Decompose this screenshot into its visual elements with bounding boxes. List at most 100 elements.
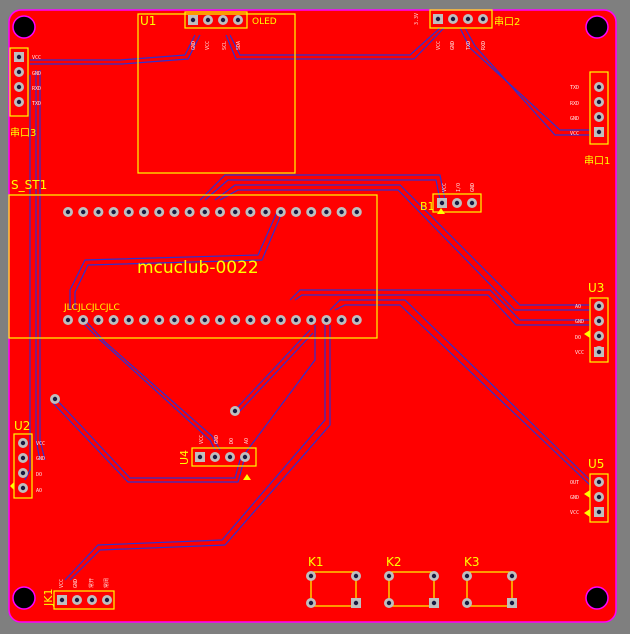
- k1-label: K1: [308, 555, 324, 569]
- mounting-hole-bottom-right: [586, 587, 608, 609]
- u1-header: [184, 11, 248, 29]
- svg-text:RXD: RXD: [481, 41, 487, 50]
- pad-hole: [172, 209, 177, 215]
- chuankou2-header: [429, 9, 493, 29]
- pad-hole: [16, 99, 22, 105]
- pad-hole: [126, 209, 131, 215]
- pad-hole: [212, 454, 218, 460]
- pad-hole: [464, 573, 470, 579]
- pad-hole: [354, 317, 359, 323]
- svg-text:VCC: VCC: [205, 41, 211, 50]
- mounting-holes: [12, 15, 609, 610]
- pad-hole: [596, 349, 602, 355]
- pad-hole: [293, 209, 299, 215]
- svg-text:TXD: TXD: [570, 85, 579, 91]
- pad-hole: [353, 573, 359, 579]
- pad-hole: [353, 600, 359, 606]
- svg-text:RXD: RXD: [570, 101, 579, 107]
- u2-label: U2: [14, 419, 30, 433]
- pad-hole: [104, 597, 110, 603]
- jk1-label: JK1: [42, 589, 55, 607]
- pad-hole: [16, 69, 22, 75]
- pad-hole: [248, 317, 253, 323]
- b1-header: [432, 193, 482, 213]
- svg-text:DO: DO: [36, 472, 42, 478]
- pad-hole: [469, 200, 475, 206]
- svg-text:GND: GND: [575, 319, 584, 325]
- pad-hole: [233, 317, 238, 323]
- pad-hole: [454, 200, 460, 206]
- pad-hole: [187, 317, 192, 323]
- pad-hole: [439, 200, 445, 206]
- pad-hole: [339, 317, 344, 323]
- pad-hole: [20, 440, 26, 446]
- pad-hole: [293, 317, 299, 323]
- pad-hole: [339, 209, 344, 215]
- pad-hole: [157, 317, 162, 323]
- u3-label: U3: [588, 281, 604, 295]
- svg-text:VCC: VCC: [570, 510, 579, 516]
- s-st1-outline: [8, 194, 378, 339]
- pad-hole: [248, 209, 253, 215]
- k3-outline: [466, 571, 513, 607]
- board-title: mcuclub-0022: [137, 258, 259, 278]
- pad-hole: [309, 317, 314, 323]
- pad-hole: [386, 573, 392, 579]
- pad-hole: [450, 16, 456, 22]
- svg-text:GND: GND: [470, 183, 476, 192]
- s-st1-label: S_ST1: [11, 178, 47, 192]
- b1-label: B1: [420, 200, 435, 213]
- svg-text:VCC: VCC: [59, 579, 65, 588]
- svg-text:RXD: RXD: [32, 86, 41, 92]
- pad-hole: [81, 317, 86, 323]
- pad-hole: [278, 317, 283, 323]
- pad-hole: [464, 600, 470, 606]
- pad-hole: [324, 317, 329, 323]
- svg-text:OUT: OUT: [570, 480, 579, 486]
- u5-label: U5: [588, 457, 604, 471]
- pad-hole: [263, 317, 268, 323]
- pad-hole: [74, 597, 80, 603]
- svg-text:GND: GND: [73, 579, 79, 588]
- svg-text:AO: AO: [36, 488, 42, 494]
- svg-text:3.3V: 3.3V: [414, 13, 420, 25]
- pad-hole: [235, 17, 241, 23]
- u1-label: U1: [140, 14, 156, 28]
- pad-hole: [242, 454, 248, 460]
- pad-hole: [308, 573, 314, 579]
- pad-hole: [16, 84, 22, 90]
- pad-hole: [263, 209, 268, 215]
- svg-text:GND: GND: [450, 41, 456, 50]
- svg-text:VCC: VCC: [442, 183, 448, 192]
- pad-hole: [386, 600, 392, 606]
- u1-outline: [137, 13, 296, 174]
- svg-text:AO: AO: [575, 304, 581, 310]
- pad-hole: [324, 209, 329, 215]
- pad-hole: [96, 317, 101, 323]
- pad-hole: [354, 209, 359, 215]
- k2-outline: [388, 571, 435, 607]
- pad-hole: [509, 573, 515, 579]
- svg-text:常开: 常开: [88, 578, 95, 588]
- mounting-hole-top-right: [586, 16, 608, 38]
- svg-text:TXD: TXD: [466, 41, 472, 50]
- jlc-label: JLCJLCJLCJLC: [63, 303, 120, 313]
- svg-text:GND: GND: [214, 435, 220, 444]
- svg-text:TXD: TXD: [32, 101, 41, 107]
- pad-hole: [220, 17, 226, 23]
- svg-text:SCL: SCL: [222, 41, 228, 50]
- svg-text:GND: GND: [570, 116, 579, 122]
- svg-text:VCC: VCC: [36, 441, 45, 447]
- pad-hole: [65, 317, 71, 323]
- pin-labels: GND VCC SCL SDA VCC GND TXD RXD 3.3V VCC…: [32, 13, 584, 588]
- svg-text:AO: AO: [244, 438, 250, 444]
- pad-hole: [126, 317, 131, 323]
- pad-hole: [205, 17, 211, 23]
- pad-hole: [431, 573, 437, 579]
- pad-hole: [89, 597, 95, 603]
- pad-hole: [157, 209, 162, 215]
- pad-hole: [509, 600, 515, 606]
- pad-hole: [232, 408, 238, 414]
- svg-text:GND: GND: [570, 495, 579, 501]
